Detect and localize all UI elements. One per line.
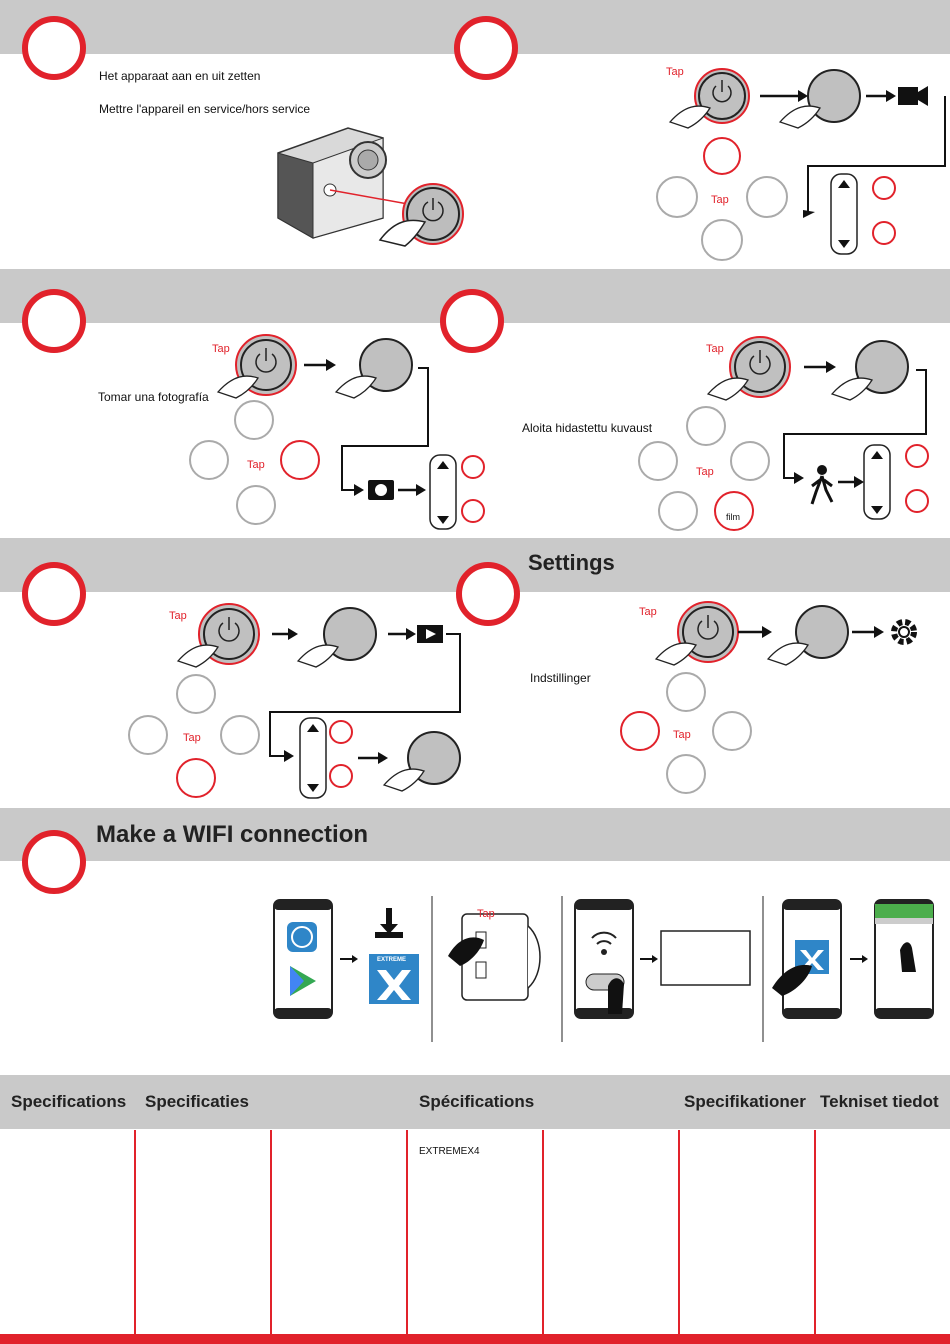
column-divider	[406, 1130, 408, 1334]
playback-mode-diagram	[128, 603, 461, 799]
power-text-fr: Mettre l'appareil en service/hors servic…	[99, 102, 311, 116]
spec-header-en: Specifications	[11, 1092, 127, 1111]
column-divider	[814, 1130, 816, 1334]
column-divider	[134, 1130, 136, 1334]
spec-header-da: Specifikationer	[684, 1092, 806, 1111]
tap-label: Tap	[706, 343, 724, 355]
tap-label: Tap	[183, 732, 201, 744]
step-marker-3	[22, 289, 86, 353]
tap-label: Tap	[169, 610, 187, 622]
camera-illustration	[277, 127, 409, 239]
slowmo-mode-diagram	[638, 336, 929, 531]
tap-label: Tap	[212, 343, 230, 355]
footer-bar	[0, 1334, 950, 1344]
step-marker-6	[456, 562, 520, 626]
spec-header-fi: Tekniset tiedot	[820, 1092, 939, 1111]
wifi-steps-illustration	[273, 896, 934, 1042]
tap-label: Tap	[696, 466, 714, 478]
spec-header-fr: Spécifications	[419, 1092, 535, 1111]
tap-label: Tap	[247, 459, 265, 471]
tap-label: Tap	[477, 908, 495, 920]
spec-model: EXTREMEX4	[419, 1146, 480, 1157]
section-band-4	[0, 808, 950, 861]
photo-mode-diagram	[189, 334, 485, 530]
spec-header-nl: Specificaties	[145, 1092, 249, 1111]
column-divider	[270, 1130, 272, 1334]
settings-text: Indstillinger	[530, 671, 591, 685]
step-marker-1	[22, 16, 86, 80]
step-marker-7	[22, 830, 86, 894]
tap-label: Tap	[711, 194, 729, 206]
step-marker-2	[454, 16, 518, 80]
step-marker-5	[22, 562, 86, 626]
column-divider	[678, 1130, 680, 1334]
film-label: film	[726, 512, 740, 522]
wifi-title: Make a WIFI connection	[96, 821, 369, 848]
tap-label: Tap	[639, 606, 657, 618]
slowmo-text: Aloita hidastettu kuvaust	[522, 421, 653, 435]
video-mode-diagram	[656, 68, 946, 261]
tap-label: Tap	[666, 66, 684, 78]
step-marker-4	[440, 289, 504, 353]
column-divider	[542, 1130, 544, 1334]
settings-mode-diagram	[620, 601, 917, 794]
app-logo-text: EXTREME	[377, 957, 407, 963]
power-text-nl: Het apparaat aan en uit zetten	[99, 69, 261, 83]
photo-text: Tomar una fotografía	[98, 390, 209, 404]
specs-header-band	[0, 1075, 950, 1129]
power-button-press-icon	[378, 183, 464, 247]
tap-label: Tap	[673, 729, 691, 741]
settings-title: Settings	[528, 550, 615, 575]
